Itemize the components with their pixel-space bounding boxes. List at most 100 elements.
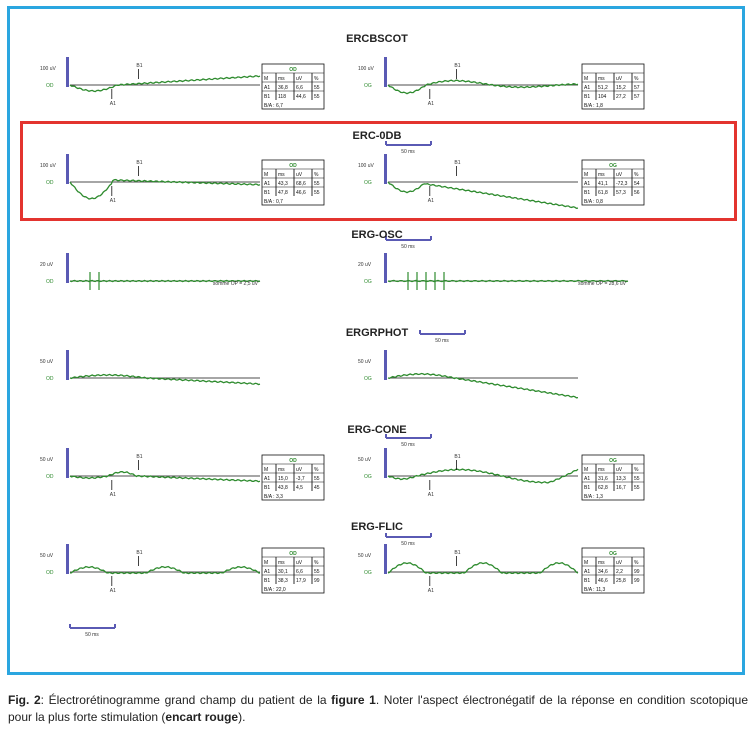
- table-eye-header: OG: [609, 551, 617, 557]
- table-cell: 55: [314, 476, 320, 482]
- table-cell: 27,2: [616, 94, 626, 100]
- table-cell: %: [634, 560, 639, 566]
- table-cell: 104: [598, 94, 607, 100]
- table-cell: uV: [616, 467, 623, 473]
- table-cell: 2,2: [616, 569, 623, 575]
- table-cell: A1: [584, 476, 590, 482]
- table-cell: 68,6: [296, 181, 306, 187]
- table-cell: B1: [264, 578, 270, 584]
- erg-trace: [387, 468, 579, 484]
- time-scale-label: 50 ms: [401, 244, 415, 250]
- table-cell: %: [634, 172, 639, 178]
- table-cell: 55: [634, 485, 640, 491]
- table-cell: M: [584, 467, 588, 473]
- eye-label: OD: [46, 570, 54, 576]
- table-cell: %: [314, 172, 319, 178]
- marker-a1-label: A1: [110, 588, 116, 594]
- table-cell: A1: [584, 85, 590, 91]
- table-cell: M: [584, 76, 588, 82]
- table-cell: 57: [634, 94, 640, 100]
- table-cell: uV: [296, 560, 303, 566]
- table-border: [581, 159, 645, 206]
- amplitude-scale-bar: [66, 154, 69, 184]
- panel-title-erg-osc: ERG-OSC: [351, 229, 402, 241]
- table-cell: 41,1: [598, 181, 608, 187]
- caption-text-1: : Électrorétinogramme grand champ du pat…: [40, 693, 332, 707]
- table-cell: -72,3: [616, 181, 628, 187]
- table-cell: ms: [278, 560, 285, 566]
- table-ratio: B/A : 0,7: [264, 199, 283, 205]
- table-cell: B1: [584, 94, 590, 100]
- table-cell: uV: [296, 172, 303, 178]
- eye-label: OD: [46, 279, 54, 285]
- table-eye-header: OG: [609, 458, 617, 464]
- table-cell: M: [264, 560, 268, 566]
- eye-label: OG: [364, 474, 372, 480]
- eye-label: OD: [46, 376, 54, 382]
- marker-b1-label: B1: [454, 63, 460, 69]
- table-cell: ms: [598, 467, 605, 473]
- table-cell: uV: [296, 76, 303, 82]
- table-cell: 51,2: [598, 85, 608, 91]
- table-cell: 55: [634, 476, 640, 482]
- caption-bold-1: figure 1: [331, 693, 376, 707]
- table-eye-header: OD: [289, 458, 297, 464]
- caption-text-3: ).: [238, 710, 246, 724]
- table-cell: 46,6: [598, 578, 608, 584]
- table-cell: 99: [314, 578, 320, 584]
- table-cell: B1: [264, 190, 270, 196]
- erg-trace: [69, 178, 261, 200]
- marker-a1-label: A1: [428, 492, 434, 498]
- table-cell: 46,6: [296, 190, 306, 196]
- amplitude-label: 50 uV: [40, 359, 54, 365]
- erg-trace: [387, 279, 629, 283]
- table-cell: 15,0: [278, 476, 288, 482]
- highlight-box-scotopic: [20, 121, 737, 221]
- table-cell: %: [634, 467, 639, 473]
- marker-a1-label: A1: [110, 101, 116, 107]
- amplitude-label: 20 uV: [40, 262, 54, 268]
- eye-label: OG: [364, 570, 372, 576]
- amplitude-label: 50 uV: [358, 553, 372, 559]
- table-eye-header: OD: [289, 551, 297, 557]
- amplitude-label: 50 uV: [358, 457, 372, 463]
- erg-trace: [387, 372, 579, 399]
- table-cell: A1: [264, 476, 270, 482]
- table-cell: 62,8: [598, 485, 608, 491]
- table-cell: 47,8: [278, 190, 288, 196]
- table-cell: 55: [314, 94, 320, 100]
- amplitude-scale-bar: [66, 544, 69, 574]
- op-sum-label: somme OP = 28,6 uV: [578, 281, 627, 287]
- table-cell: 4,5: [296, 485, 303, 491]
- amplitude-scale-bar: [66, 57, 69, 87]
- table-cell: ms: [278, 172, 285, 178]
- table-cell: B1: [584, 190, 590, 196]
- marker-a1-label: A1: [428, 198, 434, 204]
- table-cell: 13,3: [616, 476, 626, 482]
- panel-title-erg-flic: ERG-FLIC: [351, 521, 403, 533]
- erg-trace: [69, 373, 261, 386]
- eye-label: OD: [46, 180, 54, 186]
- table-cell: A1: [584, 569, 590, 575]
- erg-trace: [387, 561, 579, 575]
- table-ratio: B/A : 3,3: [264, 494, 283, 500]
- table-cell: 17,9: [296, 578, 306, 584]
- caption-prefix: Fig. 2: [8, 693, 41, 707]
- eye-label: OD: [46, 474, 54, 480]
- table-cell: 55: [314, 85, 320, 91]
- table-cell: ms: [278, 76, 285, 82]
- table-cell: 44,6: [296, 94, 306, 100]
- table-border: [581, 547, 645, 594]
- table-ratio: B/A : 22,0: [264, 587, 286, 593]
- op-sum-label: somme OP = 2,5 uV: [213, 281, 259, 287]
- table-cell: 43,8: [278, 485, 288, 491]
- table-border: [581, 63, 645, 110]
- eye-label: OG: [364, 180, 372, 186]
- table-cell: ms: [598, 560, 605, 566]
